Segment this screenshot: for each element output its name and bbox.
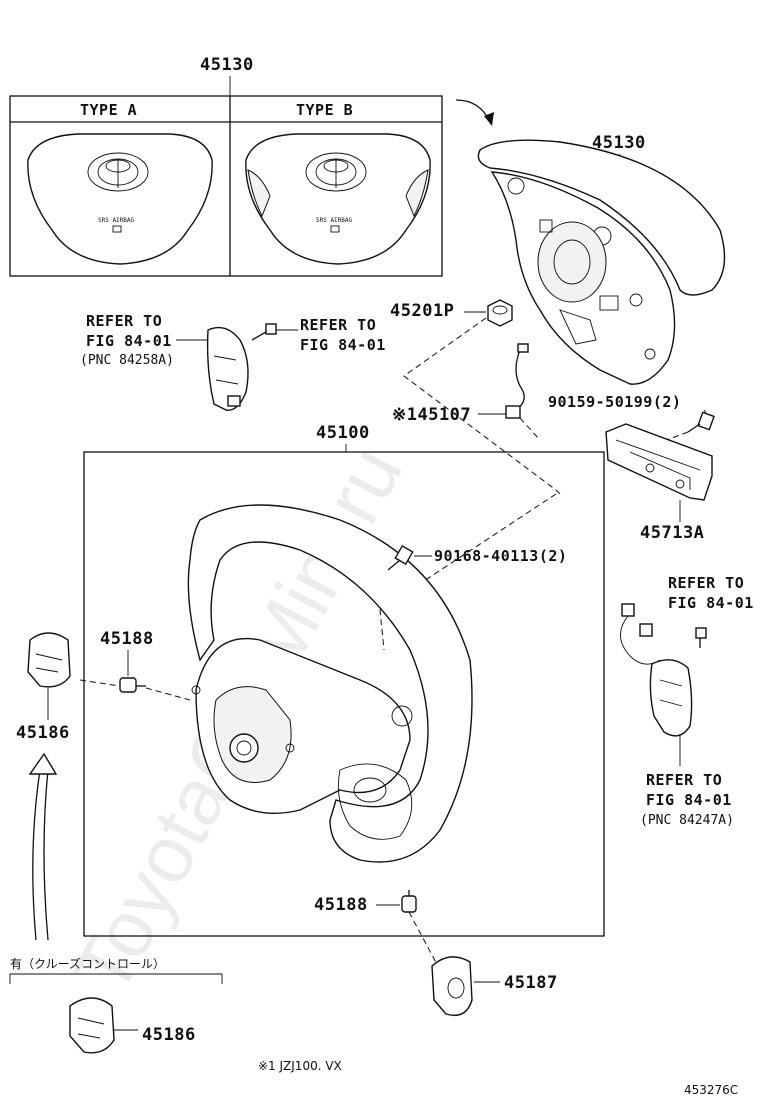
bracket-45713a <box>605 423 713 501</box>
cover-45187 <box>431 956 473 1017</box>
cruise-switch-right <box>620 603 693 737</box>
refer-right-bottom-line2: FIG 84-01 <box>646 791 732 809</box>
wheel-center-nut <box>229 733 259 763</box>
wheel-box <box>83 451 605 937</box>
screw-refer-right <box>695 627 707 648</box>
toyota-emblem-a <box>87 152 149 192</box>
arrow-up-left <box>32 769 41 941</box>
cruise-note-bracket <box>9 973 223 984</box>
toyota-emblem-b <box>305 152 367 192</box>
arrow-to-pad <box>455 99 491 123</box>
label-45107: ※145107 <box>392 405 471 425</box>
steering-switch-left <box>206 326 249 411</box>
refer-right-top-line2: FIG 84-01 <box>668 594 754 612</box>
nut-45201p <box>487 299 513 327</box>
refer-left-line2: FIG 84-01 <box>86 332 172 350</box>
dash-pad-to-wheel <box>403 317 561 495</box>
refer-right-bottom-line1: REFER TO <box>646 771 722 789</box>
label-45130-right: 45130 <box>592 133 646 153</box>
dash-wheel-center <box>379 493 557 651</box>
airbag-pad-back <box>477 139 726 385</box>
bolt-90159 <box>687 411 715 433</box>
refer-left2-line1: REFER TO <box>300 316 376 334</box>
refer-left-line3: (PNC 84258A) <box>80 353 174 368</box>
screw-45188-upper <box>119 677 146 693</box>
harness-45107 <box>505 343 529 419</box>
refer-left-line1: REFER TO <box>86 312 162 330</box>
type-box <box>9 95 443 277</box>
wheel-rim <box>187 504 473 863</box>
lower-spoke-opening <box>337 763 413 840</box>
footnote: ※1 JZJ100. VX <box>258 1059 342 1073</box>
harness-connector <box>505 405 521 419</box>
srs-airbag-a: SRS AIRBAG <box>98 217 135 224</box>
label-45201p: 45201P <box>390 301 454 321</box>
airbag-pad-type-a: SRS AIRBAG <box>27 133 213 265</box>
label-45100: 45100 <box>316 423 370 443</box>
arrow-to-pad-head <box>484 112 494 126</box>
refer-right-bottom-line3: (PNC 84247A) <box>640 813 734 828</box>
cover-45186-lower <box>69 997 115 1054</box>
type-b-label: TYPE B <box>296 101 353 119</box>
label-45187: 45187 <box>504 973 558 993</box>
screw-refer-left <box>251 323 277 341</box>
inflator <box>537 221 607 303</box>
airbag-pad-type-b: SRS AIRBAG <box>245 133 431 265</box>
label-45186-upper: 45186 <box>16 723 70 743</box>
label-90159: 90159-50199(2) <box>548 393 681 411</box>
bolt-90168 <box>387 544 414 571</box>
figure-code: 453276C <box>684 1083 738 1097</box>
cruise-control-note: 有（クルーズコントロール） <box>10 956 165 971</box>
label-45188-lower: 45188 <box>314 895 368 915</box>
label-45188-upper: 45188 <box>100 629 154 649</box>
type-a-label: TYPE A <box>80 101 137 119</box>
screw-45188-lower <box>401 890 417 913</box>
label-45130-top: 45130 <box>200 55 254 75</box>
label-45713a: 45713A <box>640 523 704 543</box>
refer-right-top-line1: REFER TO <box>668 574 744 592</box>
refer-left2-line2: FIG 84-01 <box>300 336 386 354</box>
cover-45186-upper <box>27 632 71 688</box>
label-90168: 90168-40113(2) <box>434 547 567 565</box>
arrow-up-left-head <box>28 752 58 775</box>
label-45186-lower: 45186 <box>142 1025 196 1045</box>
steering-wheel-45100 <box>187 504 473 863</box>
srs-airbag-b: SRS AIRBAG <box>316 217 353 224</box>
